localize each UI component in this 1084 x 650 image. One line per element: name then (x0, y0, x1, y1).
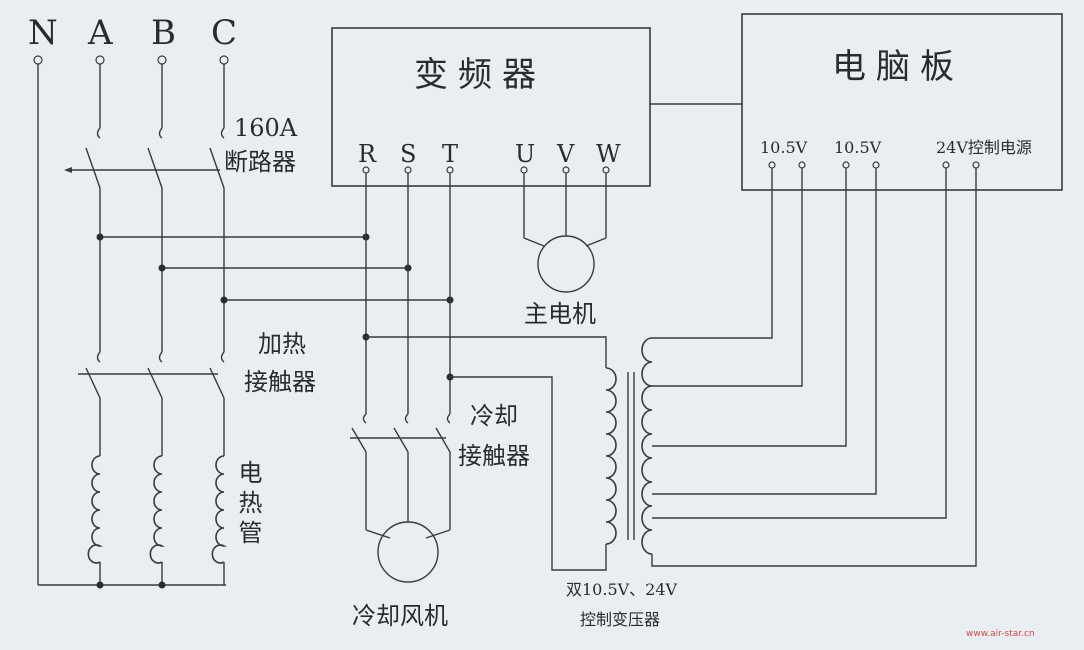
main-motor (537, 235, 595, 293)
tap-3 (652, 168, 847, 447)
inverter-output-v: V (557, 140, 575, 168)
heater-tubes-label: 电热管 (234, 460, 262, 550)
terminal-n (33, 55, 43, 65)
heater-coil-a (87, 455, 103, 564)
transformer-label-1: 双10.5V、24V (566, 580, 678, 599)
control-board-box (741, 13, 1063, 191)
control-board-terminal-3: 24V控制电源 (936, 138, 1032, 157)
tap-6 (651, 168, 977, 567)
breaker-name: 断路器 (224, 148, 296, 176)
control-board-title: 电脑板 (832, 47, 964, 87)
phase-label-b: B (151, 13, 176, 53)
transformer-primary-coil (605, 367, 617, 545)
transformer-primary-feed-1 (366, 336, 607, 368)
inverter-input-r: R (358, 140, 377, 168)
inverter-input-s: S (400, 140, 417, 168)
terminal-b (157, 55, 167, 65)
tap-2 (652, 168, 803, 387)
inverter-output-u: U (515, 140, 536, 168)
inverter-output-w: W (596, 140, 621, 168)
transformer-primary-feed-2 (450, 376, 607, 571)
heating-contactor-label-1: 加热 (258, 330, 306, 358)
inverter-input-t: T (442, 140, 459, 168)
cooling-contactor-label-2: 接触器 (458, 442, 530, 470)
terminal-a (95, 55, 105, 65)
heater-coil-b (149, 455, 165, 564)
cooling-contactor-label-1: 冷却 (470, 402, 518, 430)
phase-label-n: N (28, 13, 58, 53)
control-board-terminal-2: 10.5V (834, 138, 882, 157)
terminal-c (219, 55, 229, 65)
transformer-secondary-coil (641, 337, 653, 555)
transformer-label-2: 控制变压器 (580, 610, 661, 629)
phase-label-a: A (88, 13, 113, 53)
control-board-terminal-1: 10.5V (760, 138, 808, 157)
cooling-fan-label: 冷却风机 (352, 602, 448, 630)
tap-4 (652, 168, 877, 495)
inverter-box (331, 27, 651, 187)
phase-label-c: C (211, 13, 238, 53)
cooling-fan-motor (377, 521, 439, 583)
heating-contactor-label-2: 接触器 (244, 368, 316, 396)
heater-coil-c (211, 455, 227, 564)
breaker-rating: 160A (234, 114, 298, 142)
watermark: www.air-star.cn (966, 629, 1035, 639)
tap-1 (652, 168, 773, 339)
tap-5 (652, 168, 947, 519)
main-motor-label: 主电机 (524, 300, 596, 328)
inverter-title: 变频器 (414, 55, 546, 95)
